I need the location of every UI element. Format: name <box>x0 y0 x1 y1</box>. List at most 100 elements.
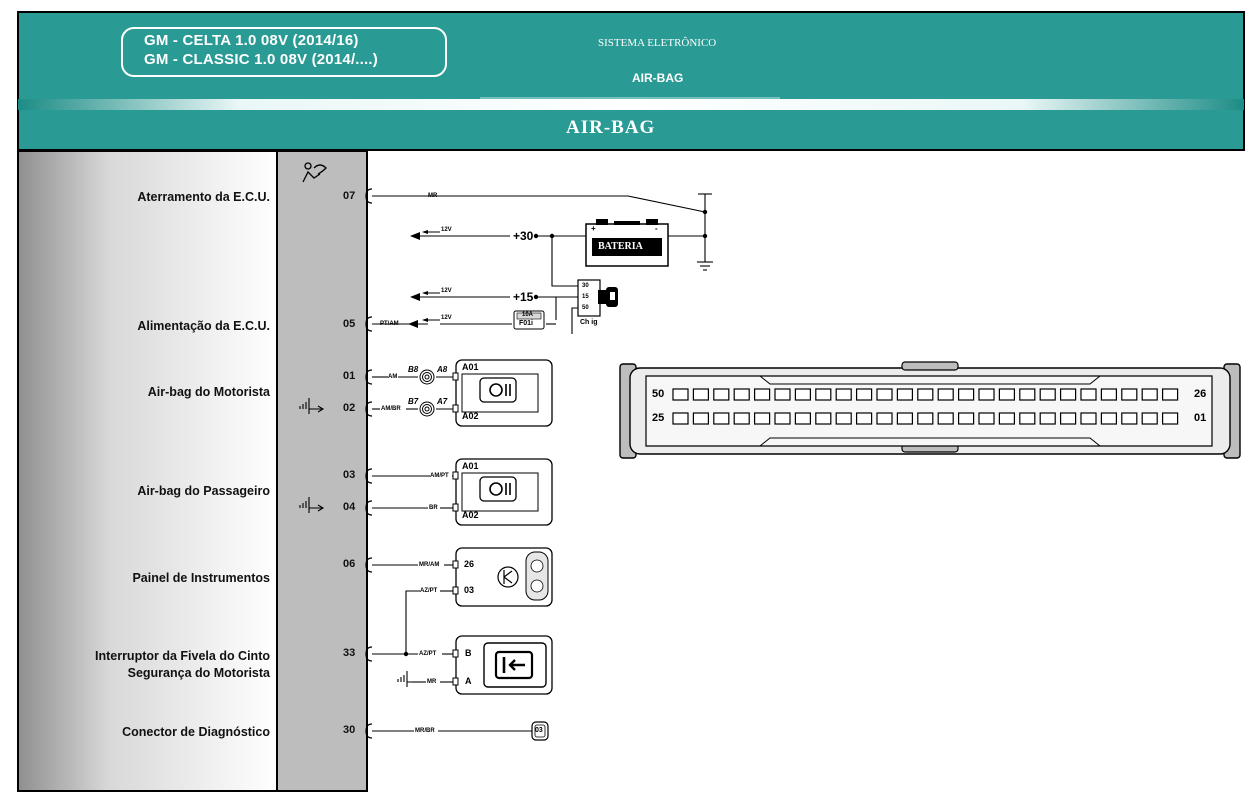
fuse <box>513 310 545 330</box>
ecu-pin-cavity <box>794 412 812 425</box>
ecu-pin-cavity <box>917 388 934 401</box>
cluster-26: 26 <box>464 559 475 569</box>
wire-label-06: MR/AM <box>419 562 440 568</box>
ign-terminal-30: 30 <box>582 283 589 289</box>
pin-hook <box>365 723 373 739</box>
wire-label-cluster-03: AZ/PT <box>420 588 438 594</box>
header-banner <box>17 11 1245 151</box>
ecu-conn-25: 25 <box>652 412 665 424</box>
system-name: AIR-BAG <box>632 71 684 85</box>
pin-hook <box>365 316 373 332</box>
pin-30: 30 <box>343 724 356 736</box>
ecu-conn-01: 01 <box>1194 412 1207 424</box>
ecu-pin-row-top <box>672 388 1179 401</box>
ecu-pin-row-bottom <box>672 412 1179 425</box>
ecu-pin-cavity <box>957 412 975 425</box>
battery-label: BATERIA <box>598 241 643 252</box>
ecu-pin-cavity <box>713 388 730 401</box>
wires <box>372 193 713 732</box>
ecu-pin-cavity <box>937 388 954 401</box>
pin-hook <box>365 557 373 573</box>
wire-label-02: AM/BR <box>381 406 401 412</box>
ecu-pin-cavity <box>998 388 1016 401</box>
system-label: SISTEMA ELETRÔNICO <box>598 37 717 49</box>
spring-a8: A8 <box>437 365 448 374</box>
battery: + - <box>585 219 669 267</box>
ecu-pin-cavity <box>774 412 791 425</box>
wire-label-04: BR <box>429 505 438 511</box>
page-title: AIR-BAG <box>566 117 656 138</box>
ecu-pin-cavity <box>1059 388 1077 401</box>
fuse-rating: 10A <box>522 312 534 318</box>
label-plus30: +30 <box>513 229 534 243</box>
ecu-pin-cavity <box>1161 388 1179 401</box>
ecu-pin-cavity <box>815 388 832 401</box>
ecu-pin-cavity <box>998 412 1016 425</box>
ecu-conn-26: 26 <box>1194 388 1207 400</box>
ecu-pin-cavity <box>855 388 873 401</box>
ecu-conn-50: 50 <box>652 388 665 400</box>
svg-text:-: - <box>655 224 658 233</box>
ecu-pin-cavity <box>713 412 730 425</box>
pin-hook <box>365 401 373 417</box>
ecu-pin-cavity <box>692 388 710 401</box>
pin-01: 01 <box>343 370 356 382</box>
airbag-icon <box>302 162 327 183</box>
volt-label-2: 12V <box>441 288 452 294</box>
ecu-pin-cavity <box>1100 412 1118 425</box>
instrument-cluster <box>452 547 553 607</box>
pin-hooks <box>365 188 373 739</box>
label-ecu-ground: Aterramento da E.C.U. <box>137 190 270 204</box>
ecu-pin-cavity <box>1059 412 1077 425</box>
label-buckle-switch-1: Interruptor da Fivela do Cinto <box>94 649 270 663</box>
pin-hook <box>365 646 373 662</box>
ecu-pin-cavity <box>1019 412 1036 425</box>
ecu-panel <box>276 150 368 792</box>
ecu-pin-cavity <box>978 388 995 401</box>
ecu-pin-cavity <box>1039 388 1056 401</box>
ecu-pin-cavity <box>672 412 689 425</box>
ecu-pin-cavity <box>1019 388 1036 401</box>
wire-label-33: AZ/PT <box>419 651 437 657</box>
ecu-pin-cavity <box>1080 388 1097 401</box>
driver-airbag-module <box>452 359 553 427</box>
ecu-pin-cavity <box>1080 412 1097 425</box>
ground-symbols <box>299 398 412 687</box>
passenger-a01: A01 <box>462 461 479 471</box>
ecu-pin-cavity <box>896 412 914 425</box>
ignition-switch <box>577 279 618 317</box>
label-driver-airbag: Air-bag do Motorista <box>147 385 270 399</box>
pin-02: 02 <box>343 402 356 414</box>
model-line-2: GM - CLASSIC 1.0 08V (2014/....) <box>144 51 378 68</box>
fuse-id: F01i <box>519 320 534 327</box>
ecu-pin-cavity <box>672 388 689 401</box>
wire-label-buckle-a: MR <box>427 679 437 685</box>
buckle-switch <box>452 635 553 695</box>
pin-07: 07 <box>343 190 356 202</box>
spring-b8: B8 <box>408 365 419 374</box>
ignition-label: Ch ig <box>580 319 598 326</box>
volt-label-3: 12V <box>441 315 452 321</box>
ecu-pin-cavity <box>937 412 954 425</box>
label-plus15: +15 <box>513 290 534 304</box>
label-panel <box>17 150 278 792</box>
buckle-b: B <box>465 648 472 658</box>
label-passenger-airbag: Air-bag do Passageiro <box>137 484 270 498</box>
ecu-pin-cavity <box>896 388 914 401</box>
wire-label-30: MR/BR <box>415 728 435 734</box>
ecu-pin-cavity <box>1039 412 1056 425</box>
pin-hook <box>365 369 373 385</box>
label-instrument-panel: Painel de Instrumentos <box>132 571 270 585</box>
ecu-pin-cavity <box>692 412 710 425</box>
pin-hook <box>365 468 373 484</box>
ecu-pin-cavity <box>1121 412 1138 425</box>
volt-label-1: 12V <box>441 227 452 233</box>
passenger-a02: A02 <box>462 510 479 520</box>
spring-b7: B7 <box>408 397 419 406</box>
label-diagnostic-connector: Conector de Diagnóstico <box>122 725 270 739</box>
wire-label-03: AM/PT <box>430 473 449 479</box>
spring-a7: A7 <box>437 397 448 406</box>
label-ecu-power: Alimentação da E.C.U. <box>137 319 270 333</box>
ecu-connector <box>619 361 1241 459</box>
diag-connector <box>531 721 549 741</box>
